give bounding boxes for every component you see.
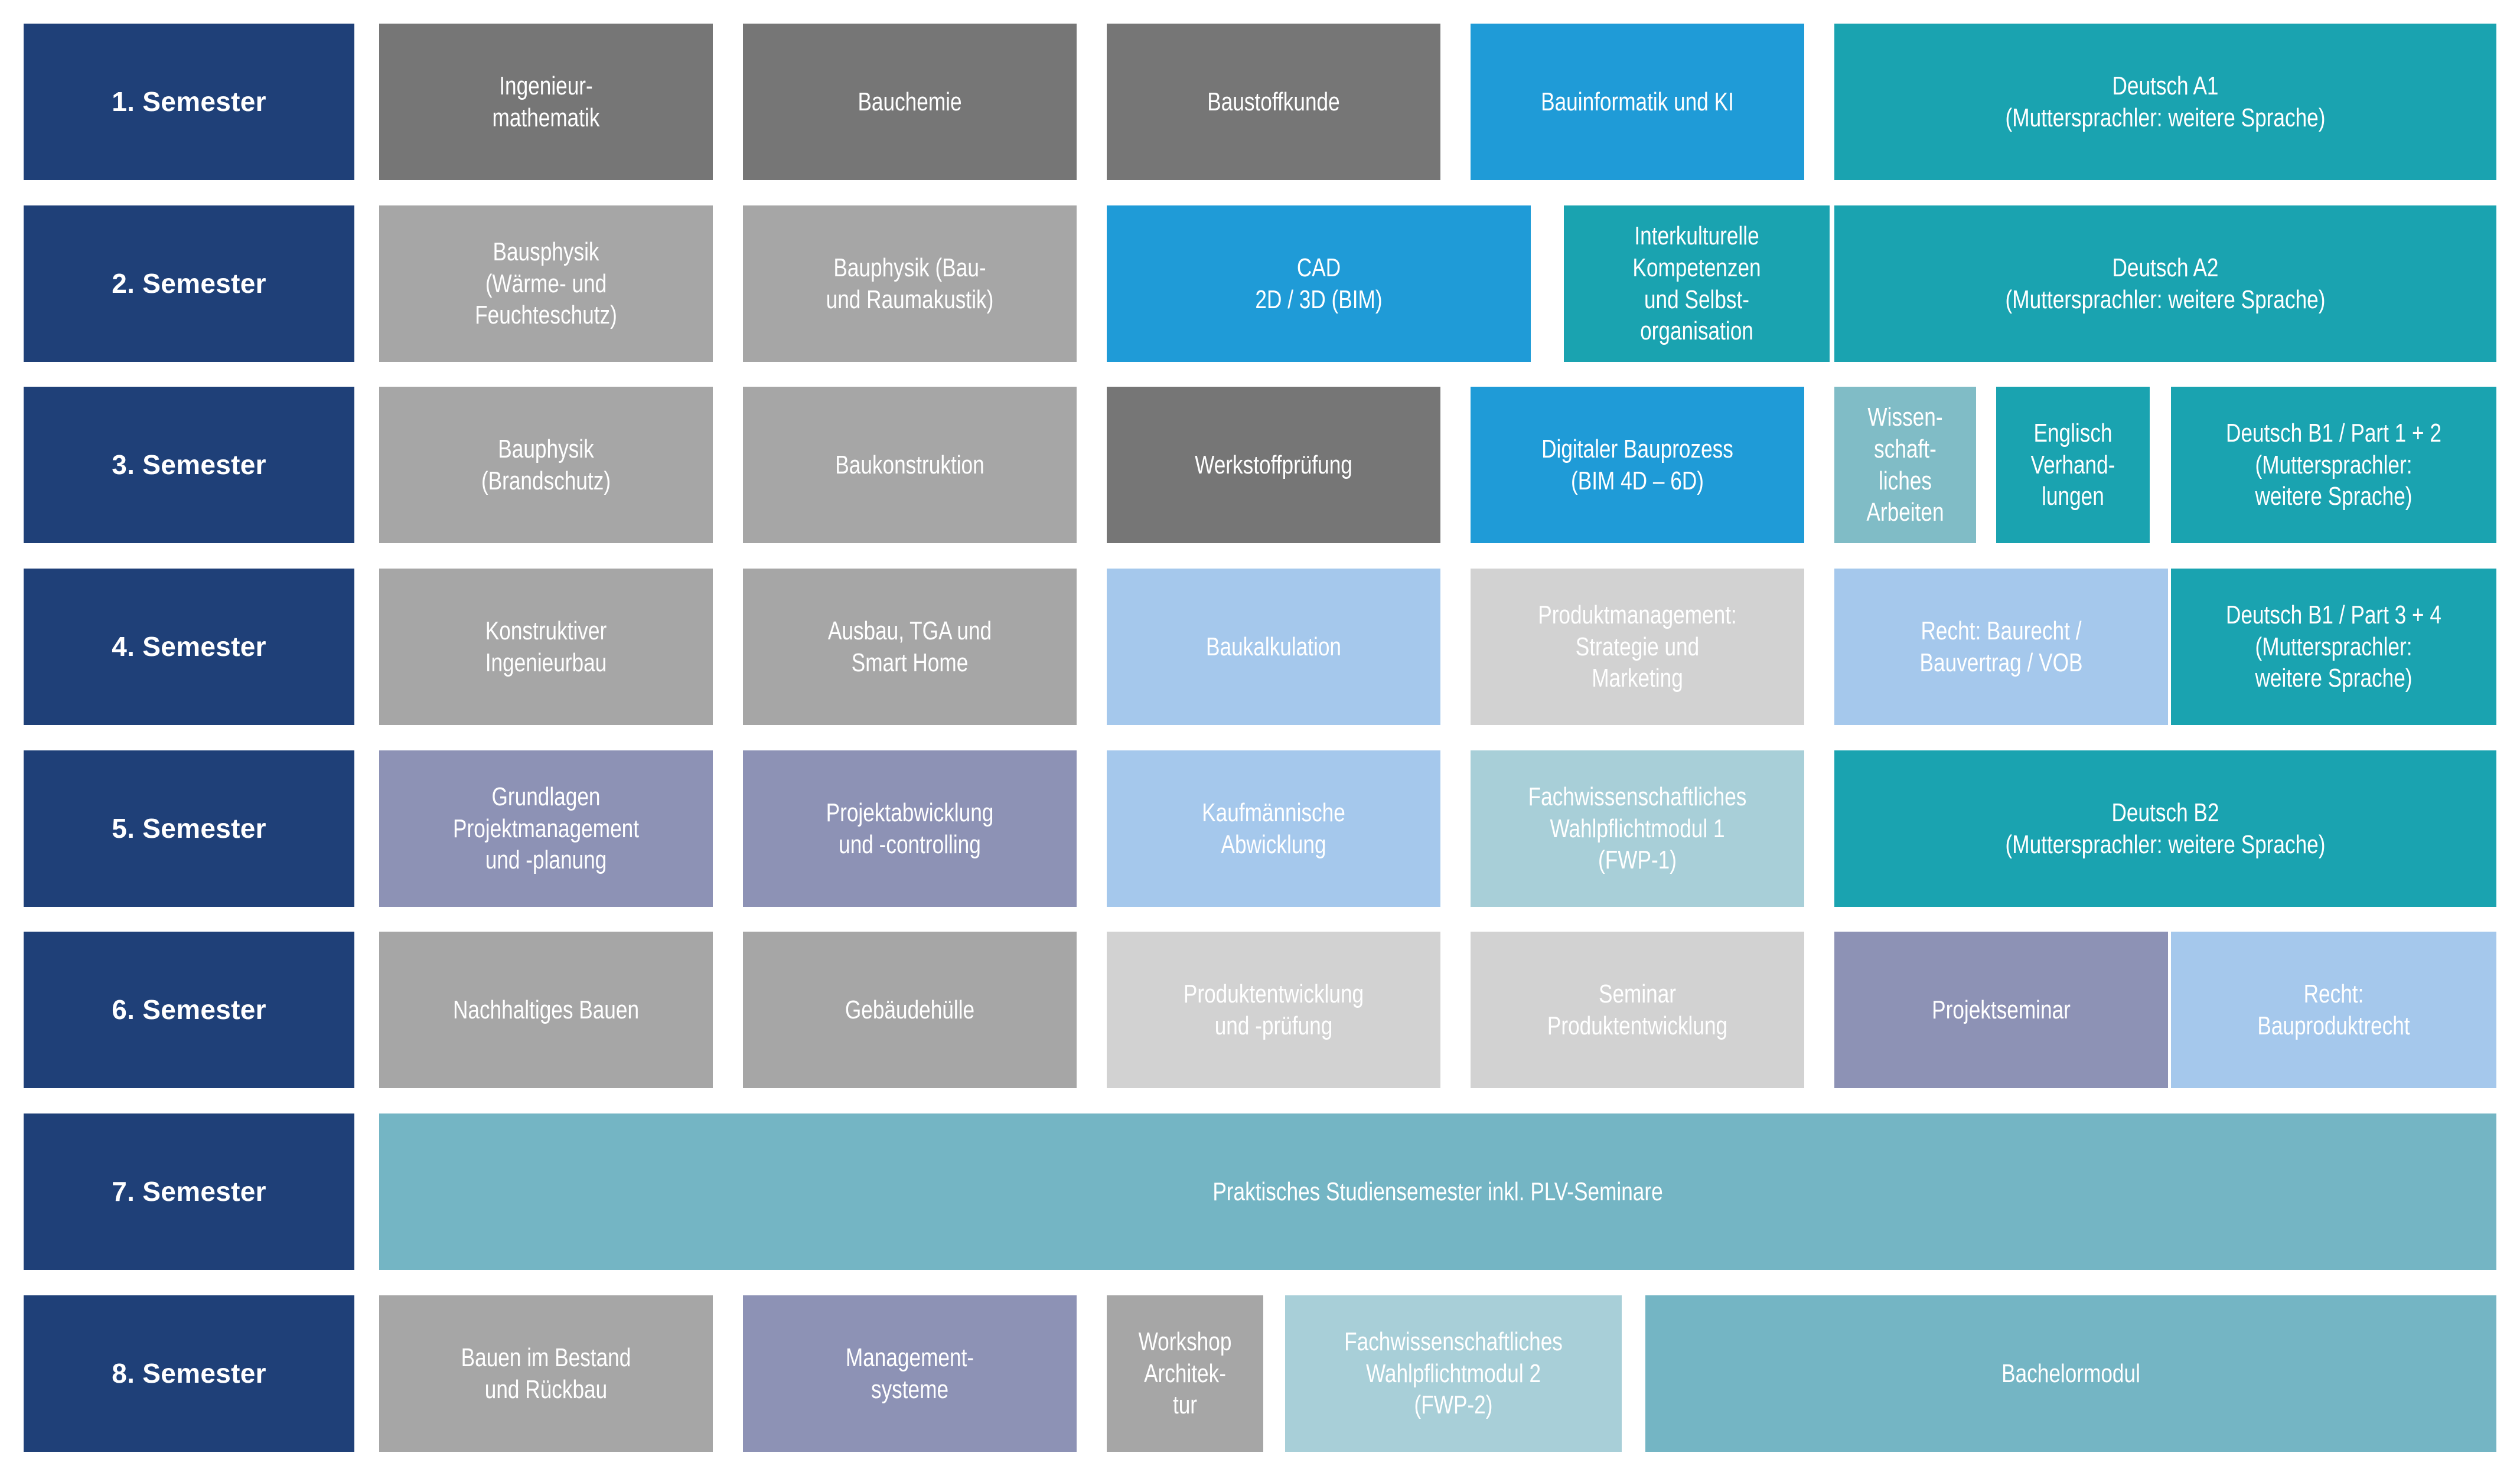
module-label: Fachwissenschaftliches Wahlpflichtmodul … xyxy=(1528,782,1747,875)
module-cell: Deutsch B1 / Part 1 + 2 (Muttersprachler… xyxy=(2171,387,2496,543)
module-cell: Ausbau, TGA und Smart Home xyxy=(743,569,1077,725)
module-label: Bachelormodul xyxy=(2001,1359,2140,1388)
module-label: Bausphysik (Wärme- und Feuchteschutz) xyxy=(475,237,617,330)
module-cell: Deutsch B2 (Muttersprachler: weitere Spr… xyxy=(1834,750,2496,907)
semester-label-1: 1. Semester xyxy=(24,24,354,180)
module-cell: Baustoffkunde xyxy=(1107,24,1440,180)
module-label: Englisch Verhand- lungen xyxy=(2030,418,2115,511)
module-cell: Produktentwicklung und -prüfung xyxy=(1107,932,1440,1088)
module-label: Baukalkulation xyxy=(1206,632,1341,661)
module-label: Bauphysik (Brandschutz) xyxy=(481,434,611,495)
module-cell: Bachelormodul xyxy=(1645,1295,2496,1452)
module-label: Konstruktiver Ingenieurbau xyxy=(485,616,607,677)
module-cell: Bauphysik (Bau- und Raumakustik) xyxy=(743,205,1077,362)
module-cell: Englisch Verhand- lungen xyxy=(1996,387,2150,543)
module-cell: Praktisches Studiensemester inkl. PLV-Se… xyxy=(379,1113,2496,1270)
module-cell: CAD 2D / 3D (BIM) xyxy=(1107,205,1531,362)
semester-label-text: 4. Semester xyxy=(112,631,266,662)
module-cell: Grundlagen Projektmanagement und -planun… xyxy=(379,750,713,907)
module-label: Deutsch B1 / Part 3 + 4 (Muttersprachler… xyxy=(2226,600,2441,693)
module-cell: Management- systeme xyxy=(743,1295,1077,1452)
module-label: Digitaler Bauprozess (BIM 4D – 6D) xyxy=(1541,434,1733,495)
semester-label-7: 7. Semester xyxy=(24,1113,354,1270)
semester-label-6: 6. Semester xyxy=(24,932,354,1088)
module-cell: Seminar Produktentwicklung xyxy=(1471,932,1804,1088)
module-label: CAD 2D / 3D (BIM) xyxy=(1255,253,1383,314)
module-label: Deutsch B1 / Part 1 + 2 (Muttersprachler… xyxy=(2226,418,2441,511)
module-cell: Deutsch B1 / Part 3 + 4 (Muttersprachler… xyxy=(2171,569,2496,725)
module-label: Recht: Baurecht / Bauvertrag / VOB xyxy=(1919,616,2083,677)
module-cell: Werkstoffprüfung xyxy=(1107,387,1440,543)
semester-label-text: 6. Semester xyxy=(112,994,266,1026)
module-label: Produktentwicklung und -prüfung xyxy=(1183,979,1364,1040)
semester-label-text: 1. Semester xyxy=(112,86,266,117)
module-label: Bauen im Bestand und Rückbau xyxy=(461,1343,631,1404)
module-cell: Wissen- schaft- liches Arbeiten xyxy=(1834,387,1976,543)
module-label: Grundlagen Projektmanagement und -planun… xyxy=(452,782,639,875)
semester-label-text: 7. Semester xyxy=(112,1176,266,1207)
module-label: Ausbau, TGA und Smart Home xyxy=(827,616,992,677)
module-cell: Deutsch A1 (Muttersprachler: weitere Spr… xyxy=(1834,24,2496,180)
module-label: Werkstoffprüfung xyxy=(1195,450,1352,479)
semester-label-5: 5. Semester xyxy=(24,750,354,907)
semester-label-8: 8. Semester xyxy=(24,1295,354,1452)
module-cell: Ingenieur- mathematik xyxy=(379,24,713,180)
module-label: Workshop Architek- tur xyxy=(1138,1327,1232,1420)
semester-label-text: 2. Semester xyxy=(112,268,266,299)
module-cell: Konstruktiver Ingenieurbau xyxy=(379,569,713,725)
module-cell: Bauphysik (Brandschutz) xyxy=(379,387,713,543)
module-cell: Workshop Architek- tur xyxy=(1107,1295,1263,1452)
module-cell: Digitaler Bauprozess (BIM 4D – 6D) xyxy=(1471,387,1804,543)
module-cell: Bauchemie xyxy=(743,24,1077,180)
module-cell: Bausphysik (Wärme- und Feuchteschutz) xyxy=(379,205,713,362)
module-label: Management- systeme xyxy=(845,1343,974,1404)
module-cell: Bauen im Bestand und Rückbau xyxy=(379,1295,713,1452)
semester-label-3: 3. Semester xyxy=(24,387,354,543)
module-cell: Nachhaltiges Bauen xyxy=(379,932,713,1088)
module-label: Projektseminar xyxy=(1932,995,2071,1024)
module-label: Recht: Bauproduktrecht xyxy=(2257,979,2410,1040)
module-label: Deutsch B2 (Muttersprachler: weitere Spr… xyxy=(2005,798,2326,859)
module-cell: Recht: Baurecht / Bauvertrag / VOB xyxy=(1834,569,2168,725)
module-label: Baustoffkunde xyxy=(1207,87,1340,116)
module-cell: Baukalkulation xyxy=(1107,569,1440,725)
module-cell: Produktmanagement: Strategie und Marketi… xyxy=(1471,569,1804,725)
semester-label-2: 2. Semester xyxy=(24,205,354,362)
module-cell: Fachwissenschaftliches Wahlpflichtmodul … xyxy=(1471,750,1804,907)
module-cell: Kaufmännische Abwicklung xyxy=(1107,750,1440,907)
module-label: Praktisches Studiensemester inkl. PLV-Se… xyxy=(1212,1177,1663,1206)
module-cell: Interkulturelle Kompetenzen und Selbst- … xyxy=(1564,205,1830,362)
module-cell: Projektseminar xyxy=(1834,932,2168,1088)
semester-label-text: 5. Semester xyxy=(112,813,266,844)
module-cell: Gebäudehülle xyxy=(743,932,1077,1088)
module-cell: Fachwissenschaftliches Wahlpflichtmodul … xyxy=(1285,1295,1622,1452)
module-label: Projektabwicklung und -controlling xyxy=(826,798,994,859)
module-cell: Bauinformatik und KI xyxy=(1471,24,1804,180)
module-label: Wissen- schaft- liches Arbeiten xyxy=(1866,403,1944,527)
module-label: Seminar Produktentwicklung xyxy=(1547,979,1728,1040)
module-label: Deutsch A2 (Muttersprachler: weitere Spr… xyxy=(2005,253,2326,314)
module-label: Baukonstruktion xyxy=(835,450,984,479)
module-label: Interkulturelle Kompetenzen und Selbst- … xyxy=(1632,221,1761,346)
semester-label-text: 3. Semester xyxy=(112,449,266,481)
semester-label-4: 4. Semester xyxy=(24,569,354,725)
module-label: Fachwissenschaftliches Wahlpflichtmodul … xyxy=(1344,1327,1563,1420)
module-label: Gebäudehülle xyxy=(845,995,975,1024)
module-label: Bauphysik (Bau- und Raumakustik) xyxy=(826,253,994,314)
module-cell: Projektabwicklung und -controlling xyxy=(743,750,1077,907)
module-cell: Deutsch A2 (Muttersprachler: weitere Spr… xyxy=(1834,205,2496,362)
module-label: Bauchemie xyxy=(858,87,962,116)
module-label: Bauinformatik und KI xyxy=(1541,87,1734,116)
module-cell: Baukonstruktion xyxy=(743,387,1077,543)
module-label: Nachhaltiges Bauen xyxy=(452,995,640,1024)
module-label: Produktmanagement: Strategie und Marketi… xyxy=(1538,600,1737,693)
semester-label-text: 8. Semester xyxy=(112,1358,266,1389)
module-cell: Recht: Bauproduktrecht xyxy=(2171,932,2496,1088)
module-label: Kaufmännische Abwicklung xyxy=(1202,798,1345,859)
module-label: Deutsch A1 (Muttersprachler: weitere Spr… xyxy=(2005,71,2326,132)
module-label: Ingenieur- mathematik xyxy=(492,71,600,132)
